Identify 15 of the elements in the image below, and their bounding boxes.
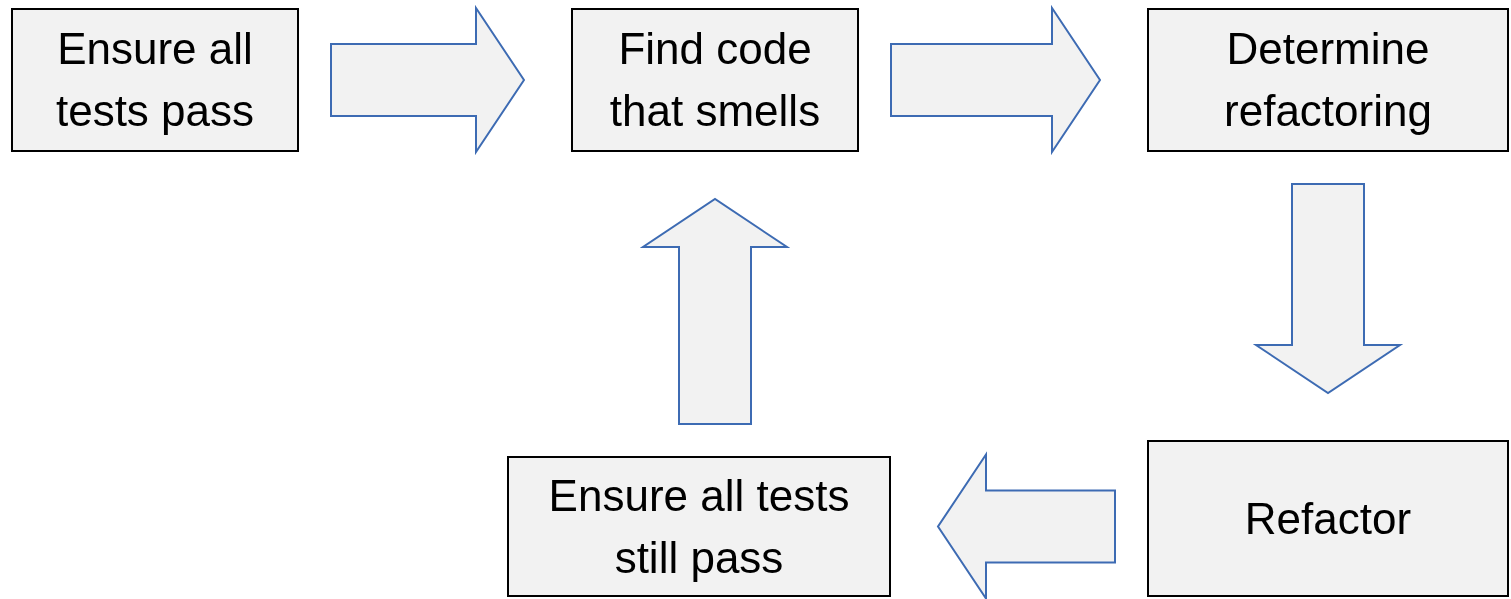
box-label: Determine refactoring [1223,23,1433,137]
block-arrow [890,4,1102,156]
box-label: Refactor [1244,492,1412,545]
process-box [1147,8,1509,152]
process-box [507,456,891,597]
process-box [11,8,299,152]
block-arrow [1252,183,1404,395]
block-arrow [639,197,791,425]
box-label: Ensure all tests pass [54,23,256,137]
process-box [571,8,859,152]
process-box [1147,440,1509,597]
block-arrow [936,451,1116,599]
block-arrow [330,4,526,156]
box-label: Find code that smells [608,23,822,137]
box-label: Ensure all tests still pass [547,469,851,584]
